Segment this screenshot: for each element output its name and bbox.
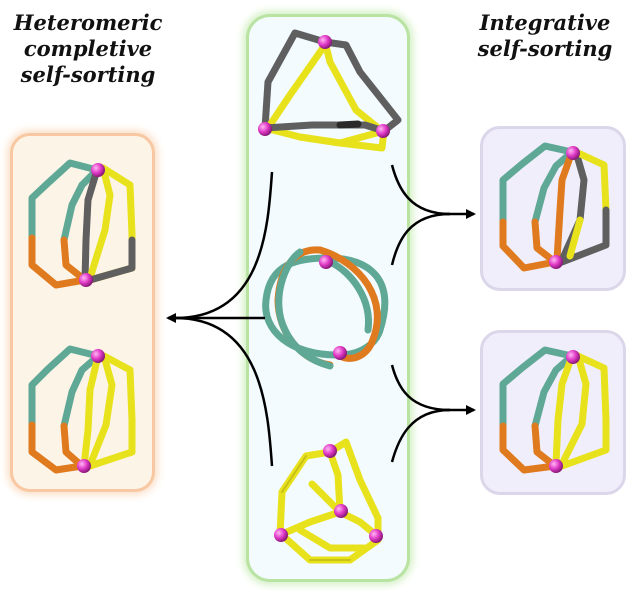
title-line: self-sorting [20, 62, 156, 87]
heteromeric-completive-self-sorting-title: Heteromeric completive self-sorting [8, 10, 168, 88]
title-line: Heteromeric [13, 10, 163, 35]
title-line: Integrative [479, 10, 611, 35]
arrow-to-integrative-product-top [390, 164, 476, 266]
integrative-self-sorting-title: Integrative self-sorting [465, 10, 625, 62]
title-line: self-sorting [477, 36, 613, 61]
teal-orange-cage [262, 246, 389, 370]
title-line: completive [23, 36, 153, 61]
arrow-to-integrative-product-bottom [390, 364, 476, 463]
yellow-gray-cage [258, 29, 402, 152]
integrative-product-bottom [499, 346, 610, 474]
yellow-cage [274, 438, 383, 564]
heteromeric-product-bottom [28, 345, 136, 474]
heteromeric-product-top [28, 159, 136, 289]
integrative-product-top [499, 142, 610, 272]
arrow-to-heteromeric-products [166, 171, 274, 467]
